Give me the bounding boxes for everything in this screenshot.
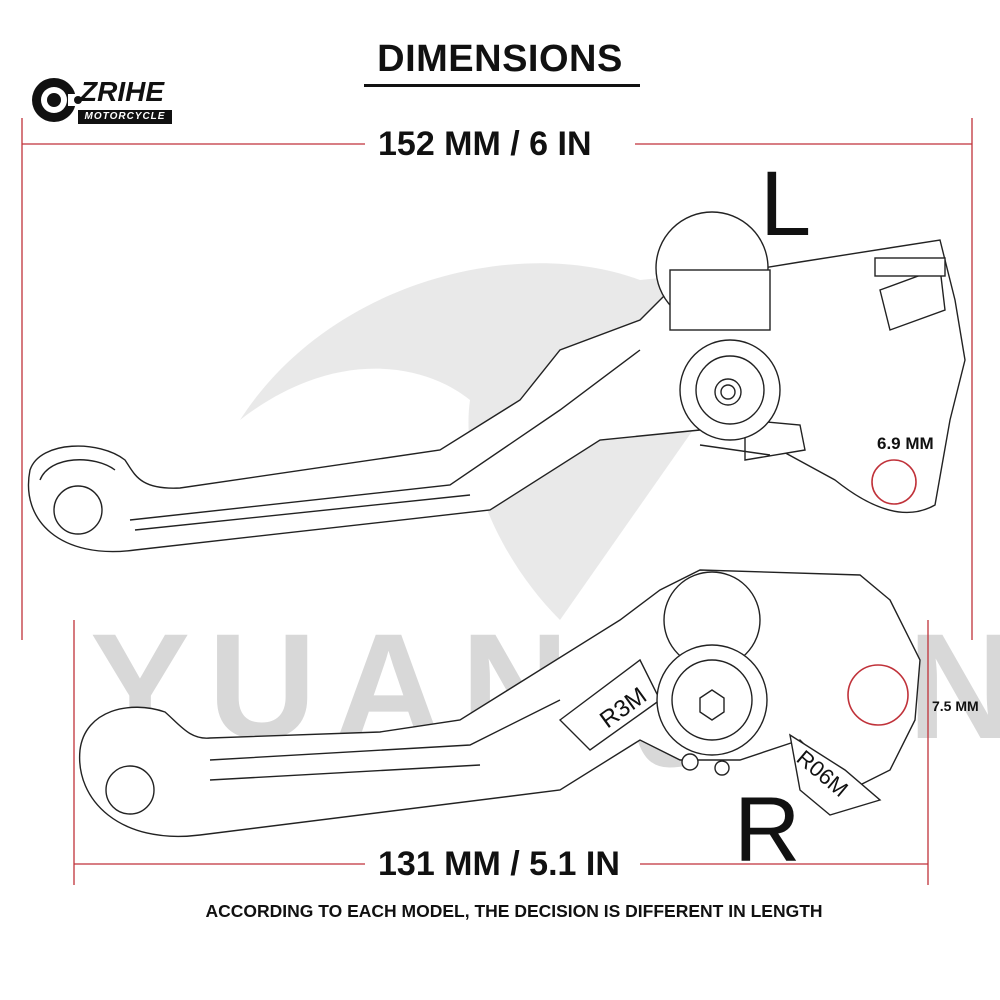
left-hole-label: 6.9 MM bbox=[877, 434, 934, 453]
brand-logo bbox=[28, 72, 178, 128]
left-pivot bbox=[655, 211, 781, 441]
top-dimension-line bbox=[21, 118, 973, 640]
brand-tagline: MOTORCYCLE bbox=[78, 110, 172, 124]
left-hole bbox=[871, 459, 917, 505]
left-lever-label: L bbox=[760, 153, 812, 255]
right-hole-label: 7.5 MM bbox=[932, 698, 979, 714]
footnote: ACCORDING TO EACH MODEL, THE DECISION IS… bbox=[205, 901, 823, 921]
page-title: DIMENSIONS bbox=[377, 38, 623, 80]
logo-ring-icon bbox=[32, 78, 82, 122]
right-lever-label: R bbox=[734, 779, 801, 881]
title-underline bbox=[364, 84, 640, 87]
right-hole bbox=[847, 664, 909, 726]
right-lever-end-hole bbox=[105, 765, 155, 815]
brand-name: ZRIHE bbox=[80, 76, 164, 107]
bottom-dimension-line bbox=[73, 620, 929, 885]
right-pivot bbox=[656, 571, 768, 776]
bottom-length-label: 131 MM / 5.1 IN bbox=[366, 845, 632, 884]
top-length-label: 152 MM / 6 IN bbox=[366, 125, 604, 164]
left-lever-end-hole bbox=[53, 485, 103, 535]
